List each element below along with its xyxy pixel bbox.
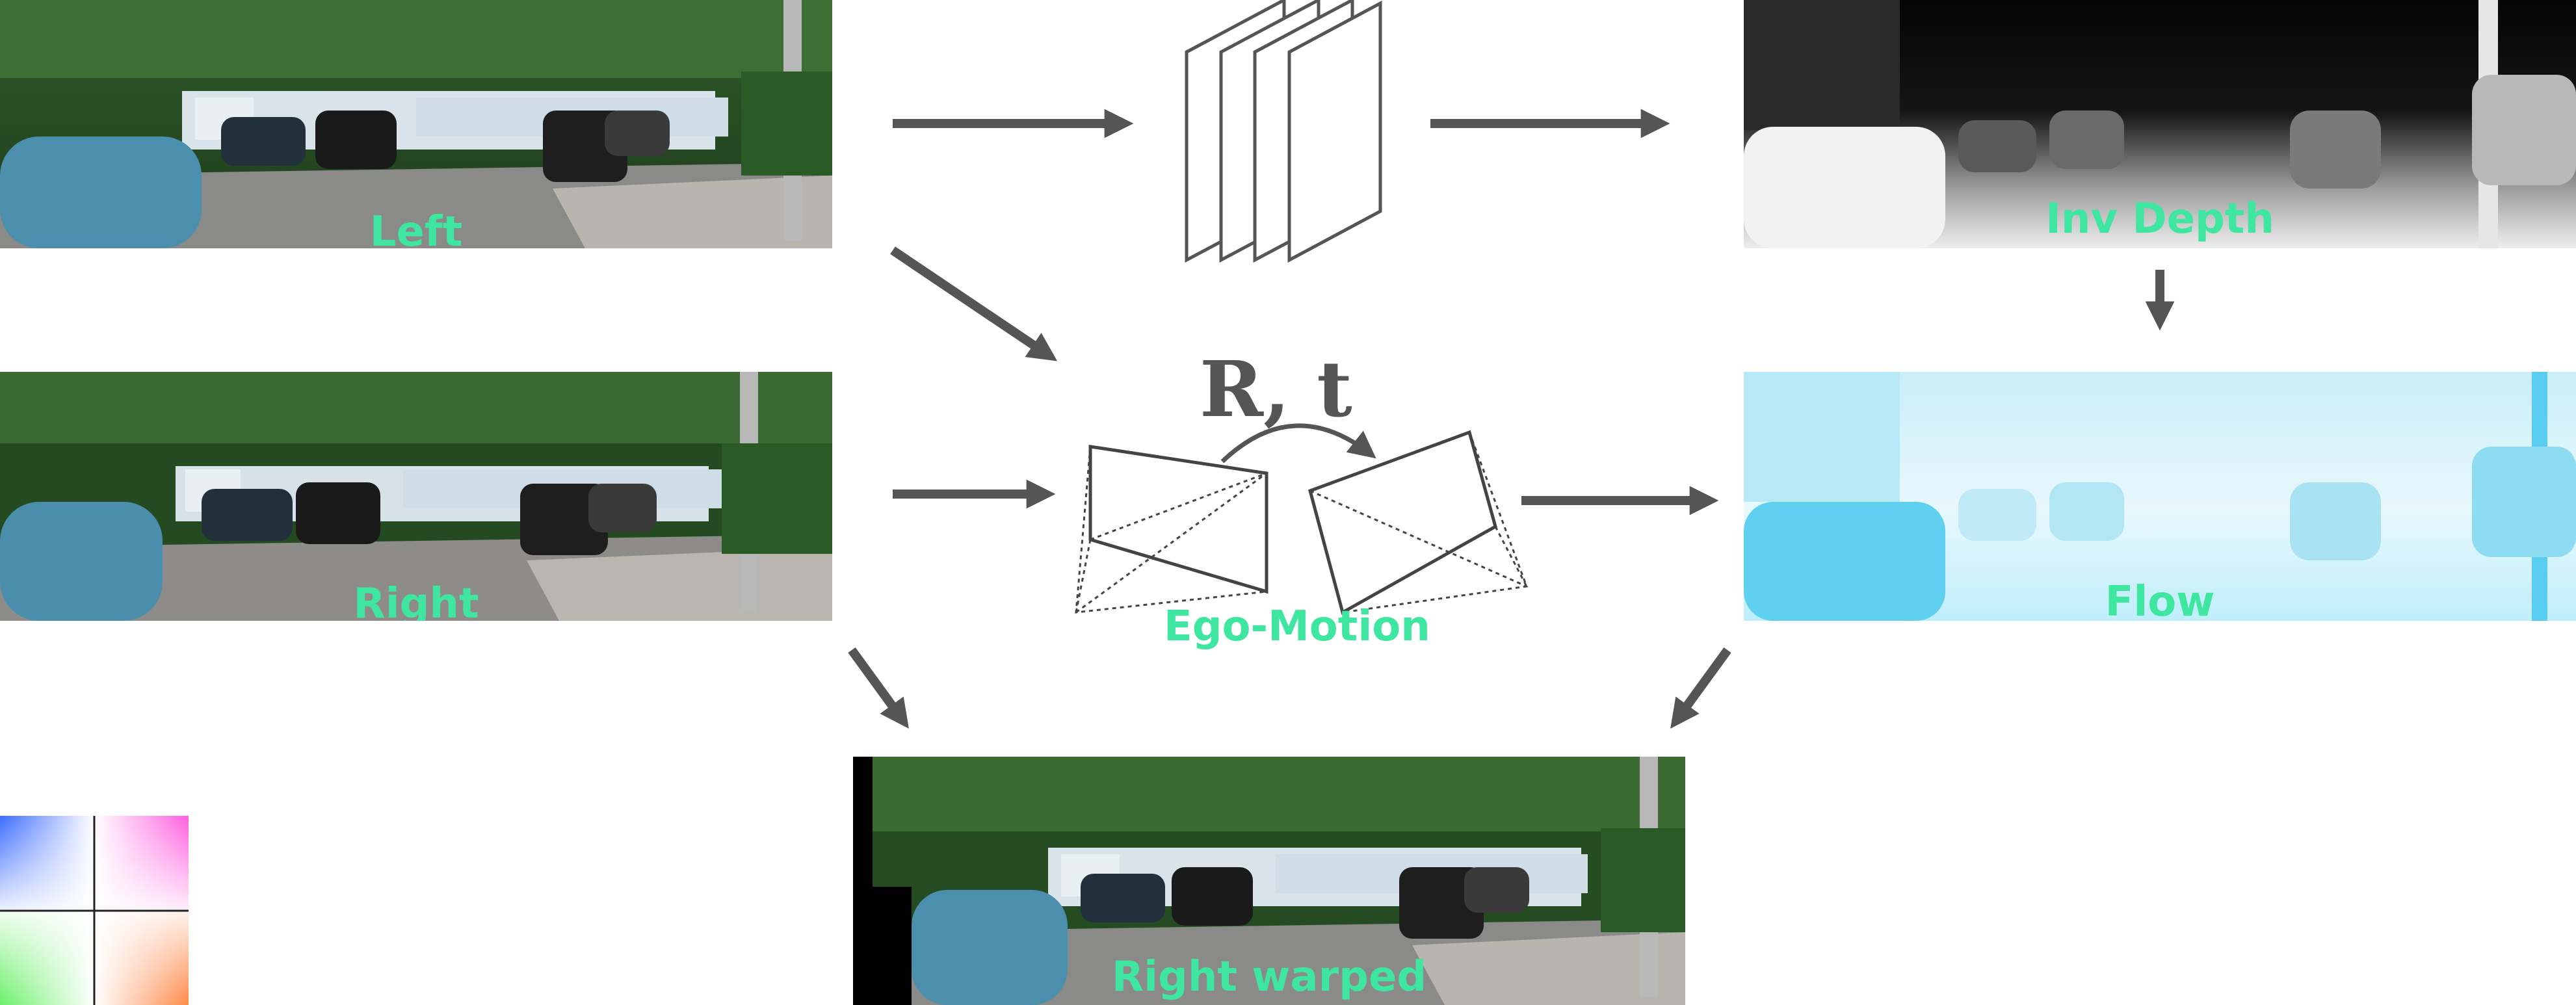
inv-depth-image: Inv Depth: [1744, 0, 2576, 248]
left-scene: [0, 0, 832, 248]
left-image: Left: [0, 0, 832, 248]
arrow-right-to-warped: [848, 647, 909, 729]
inv-depth-label: Inv Depth: [2045, 195, 2274, 243]
camera-frame-left: [1075, 445, 1268, 614]
ego-motion-label: Ego-Motion: [1164, 603, 1430, 651]
inv-depth-map: [1744, 0, 2576, 248]
flow-image: Flow: [1744, 372, 2576, 621]
left-label: Left: [369, 208, 463, 248]
flow-label: Flow: [2105, 578, 2215, 621]
right-warped-label: Right warped: [1111, 953, 1427, 1001]
camera-frame-right: [1308, 430, 1529, 615]
rotation-translation-symbol: R, t: [1200, 344, 1352, 434]
flow-color-legend: [0, 816, 189, 1005]
color-wheel: [0, 816, 189, 1005]
right-label: Right: [353, 580, 479, 621]
flow-map: [1744, 372, 2576, 621]
right-scene: [0, 372, 832, 621]
right-image: Right: [0, 372, 832, 621]
right-warped-image: Right warped: [853, 757, 1685, 1005]
arrow-flow-to-warped: [1670, 647, 1731, 729]
arrow-left-to-ego: [890, 246, 1058, 361]
network-feature-maps: [1185, 0, 1382, 263]
right-warped-scene: [853, 757, 1685, 1005]
motion-arc-arrow: [1220, 423, 1376, 463]
